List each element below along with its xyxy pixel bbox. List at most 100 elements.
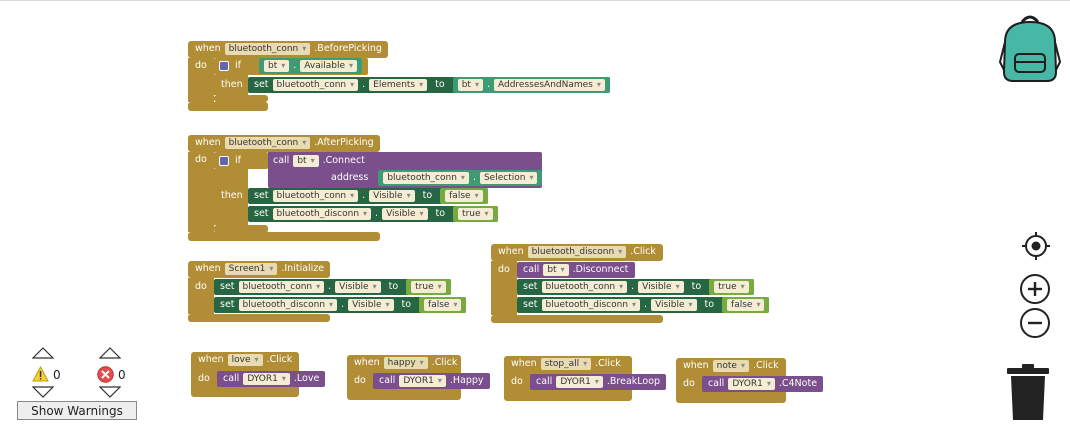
boolean-block[interactable]: true	[406, 279, 451, 295]
setter-block[interactable]: set bluetooth_conn . Elements to bt . Ad…	[248, 77, 610, 93]
setter-block[interactable]: set bluetooth_conn . Visible to true	[517, 279, 754, 295]
component-dropdown[interactable]: happy	[383, 357, 428, 369]
call-keyword: call	[273, 155, 290, 166]
property-dropdown[interactable]: Visible	[335, 281, 381, 293]
show-warnings-button[interactable]: Show Warnings	[17, 401, 137, 420]
property-dropdown[interactable]: Visible	[638, 281, 684, 293]
dot-separator: .	[486, 79, 490, 90]
component-dropdown[interactable]: DYOR1	[399, 375, 446, 387]
component-dropdown[interactable]: bluetooth_disconn	[541, 299, 641, 311]
method-name: .Connect	[322, 155, 365, 166]
component-dropdown[interactable]: bluetooth_conn	[238, 281, 325, 293]
warning-count: 0	[53, 368, 61, 382]
property-dropdown[interactable]: Visible	[382, 208, 428, 220]
component-dropdown[interactable]: note	[712, 360, 749, 372]
call-method-block[interactable]: call bt .Disconnect	[517, 262, 635, 278]
setter-block[interactable]: set bluetooth_conn . Visible to true	[214, 279, 451, 295]
component-dropdown[interactable]: Screen1	[224, 263, 278, 275]
component-dropdown[interactable]: stop_all	[540, 358, 592, 370]
boolean-block[interactable]: true	[709, 279, 754, 295]
call-method-block[interactable]: call DYOR1 .Love	[217, 371, 326, 387]
warning-prev-arrow-icon[interactable]	[32, 347, 54, 359]
boolean-dropdown[interactable]: true	[458, 208, 493, 220]
boolean-block[interactable]: false	[722, 297, 770, 313]
call-method-block[interactable]: call DYOR1 .Happy	[373, 373, 490, 389]
property-dropdown[interactable]: Available	[300, 60, 358, 72]
component-property-getter[interactable]: bluetooth_conn . Selection	[378, 170, 543, 186]
dot-separator: .	[328, 281, 332, 292]
warning-next-arrow-icon[interactable]	[32, 386, 54, 398]
error-prev-arrow-icon[interactable]	[99, 347, 121, 359]
mutator-gear-icon[interactable]	[219, 61, 229, 71]
property-dropdown[interactable]: Selection	[479, 172, 538, 184]
component-dropdown[interactable]: DYOR1	[556, 376, 603, 388]
call-method-block[interactable]: call DYOR1 .C4Note	[702, 376, 824, 392]
setter-block[interactable]: set bluetooth_conn . Visible to false	[248, 188, 488, 204]
if-block-spine	[214, 169, 248, 225]
minus-icon[interactable]	[1019, 307, 1051, 339]
when-keyword: when	[195, 263, 221, 274]
setter-block[interactable]: set bluetooth_disconn . Visible to false	[214, 297, 467, 313]
component-dropdown[interactable]: bluetooth_conn	[224, 137, 311, 149]
component-dropdown[interactable]: bluetooth_conn	[272, 190, 359, 202]
trash-icon[interactable]	[1005, 364, 1051, 422]
event-name: .AfterPicking	[314, 137, 374, 148]
if-block-footer	[214, 95, 268, 102]
component-dropdown[interactable]: bt	[293, 155, 319, 167]
event-name: .Click	[630, 246, 656, 257]
backpack-icon[interactable]	[995, 12, 1065, 84]
component-property-getter[interactable]: bt . Available	[258, 58, 363, 74]
property-dropdown[interactable]: AddressesAndNames	[493, 79, 605, 91]
component-dropdown[interactable]: bt	[457, 79, 483, 91]
boolean-block[interactable]: false	[440, 188, 488, 204]
event-body-spine	[188, 278, 214, 314]
if-block-spine	[214, 75, 248, 95]
when-keyword: when	[198, 354, 224, 365]
boolean-dropdown[interactable]: false	[445, 190, 483, 202]
component-dropdown[interactable]: bluetooth_disconn	[238, 299, 338, 311]
event-name: .Click	[752, 360, 779, 371]
setter-block[interactable]: set bluetooth_disconn . Visible to true	[248, 206, 498, 222]
to-keyword: to	[401, 299, 412, 310]
to-keyword: to	[422, 190, 433, 201]
when-keyword: when	[195, 137, 221, 148]
boolean-dropdown[interactable]: false	[424, 299, 462, 311]
then-keyword: then	[221, 190, 243, 201]
address-socket-label: address	[331, 172, 369, 183]
target-icon[interactable]	[1020, 230, 1052, 262]
component-dropdown[interactable]: bluetooth_disconn	[527, 246, 627, 258]
error-next-arrow-icon[interactable]	[99, 386, 121, 398]
property-dropdown[interactable]: Visible	[651, 299, 697, 311]
boolean-dropdown[interactable]: true	[411, 281, 446, 293]
call-method-block[interactable]: call DYOR1 .BreakLoop	[530, 374, 667, 390]
method-name: .Disconnect	[572, 264, 629, 275]
component-dropdown[interactable]: bluetooth_disconn	[272, 208, 372, 220]
boolean-block[interactable]: true	[453, 206, 498, 222]
component-dropdown[interactable]: bt	[263, 60, 290, 72]
component-dropdown[interactable]: bluetooth_conn	[224, 43, 311, 55]
then-keyword: then	[221, 79, 243, 90]
component-property-getter[interactable]: bt . AddressesAndNames	[452, 77, 610, 93]
component-dropdown[interactable]: DYOR1	[728, 378, 775, 390]
boolean-block[interactable]: false	[419, 297, 467, 313]
setter-block[interactable]: set bluetooth_disconn . Visible to false	[517, 297, 770, 313]
do-keyword: do	[683, 378, 695, 389]
component-dropdown[interactable]: love	[227, 354, 263, 366]
error-count: 0	[118, 368, 126, 382]
component-dropdown[interactable]: bluetooth_conn	[383, 172, 469, 184]
warning-icon	[32, 366, 49, 382]
mutator-gear-icon[interactable]	[219, 156, 229, 166]
boolean-dropdown[interactable]: true	[714, 281, 749, 293]
component-dropdown[interactable]: bluetooth_conn	[541, 281, 628, 293]
property-dropdown[interactable]: Visible	[348, 299, 394, 311]
property-dropdown[interactable]: Elements	[369, 79, 428, 91]
property-dropdown[interactable]: Visible	[369, 190, 415, 202]
component-dropdown[interactable]: bluetooth_conn	[272, 79, 359, 91]
event-footer	[188, 102, 268, 111]
component-dropdown[interactable]: bt	[543, 264, 569, 276]
to-keyword: to	[704, 299, 715, 310]
call-method-block[interactable]: call bt .Connect	[272, 153, 366, 169]
component-dropdown[interactable]: DYOR1	[243, 373, 290, 385]
boolean-dropdown[interactable]: false	[727, 299, 765, 311]
plus-icon[interactable]	[1019, 273, 1051, 305]
